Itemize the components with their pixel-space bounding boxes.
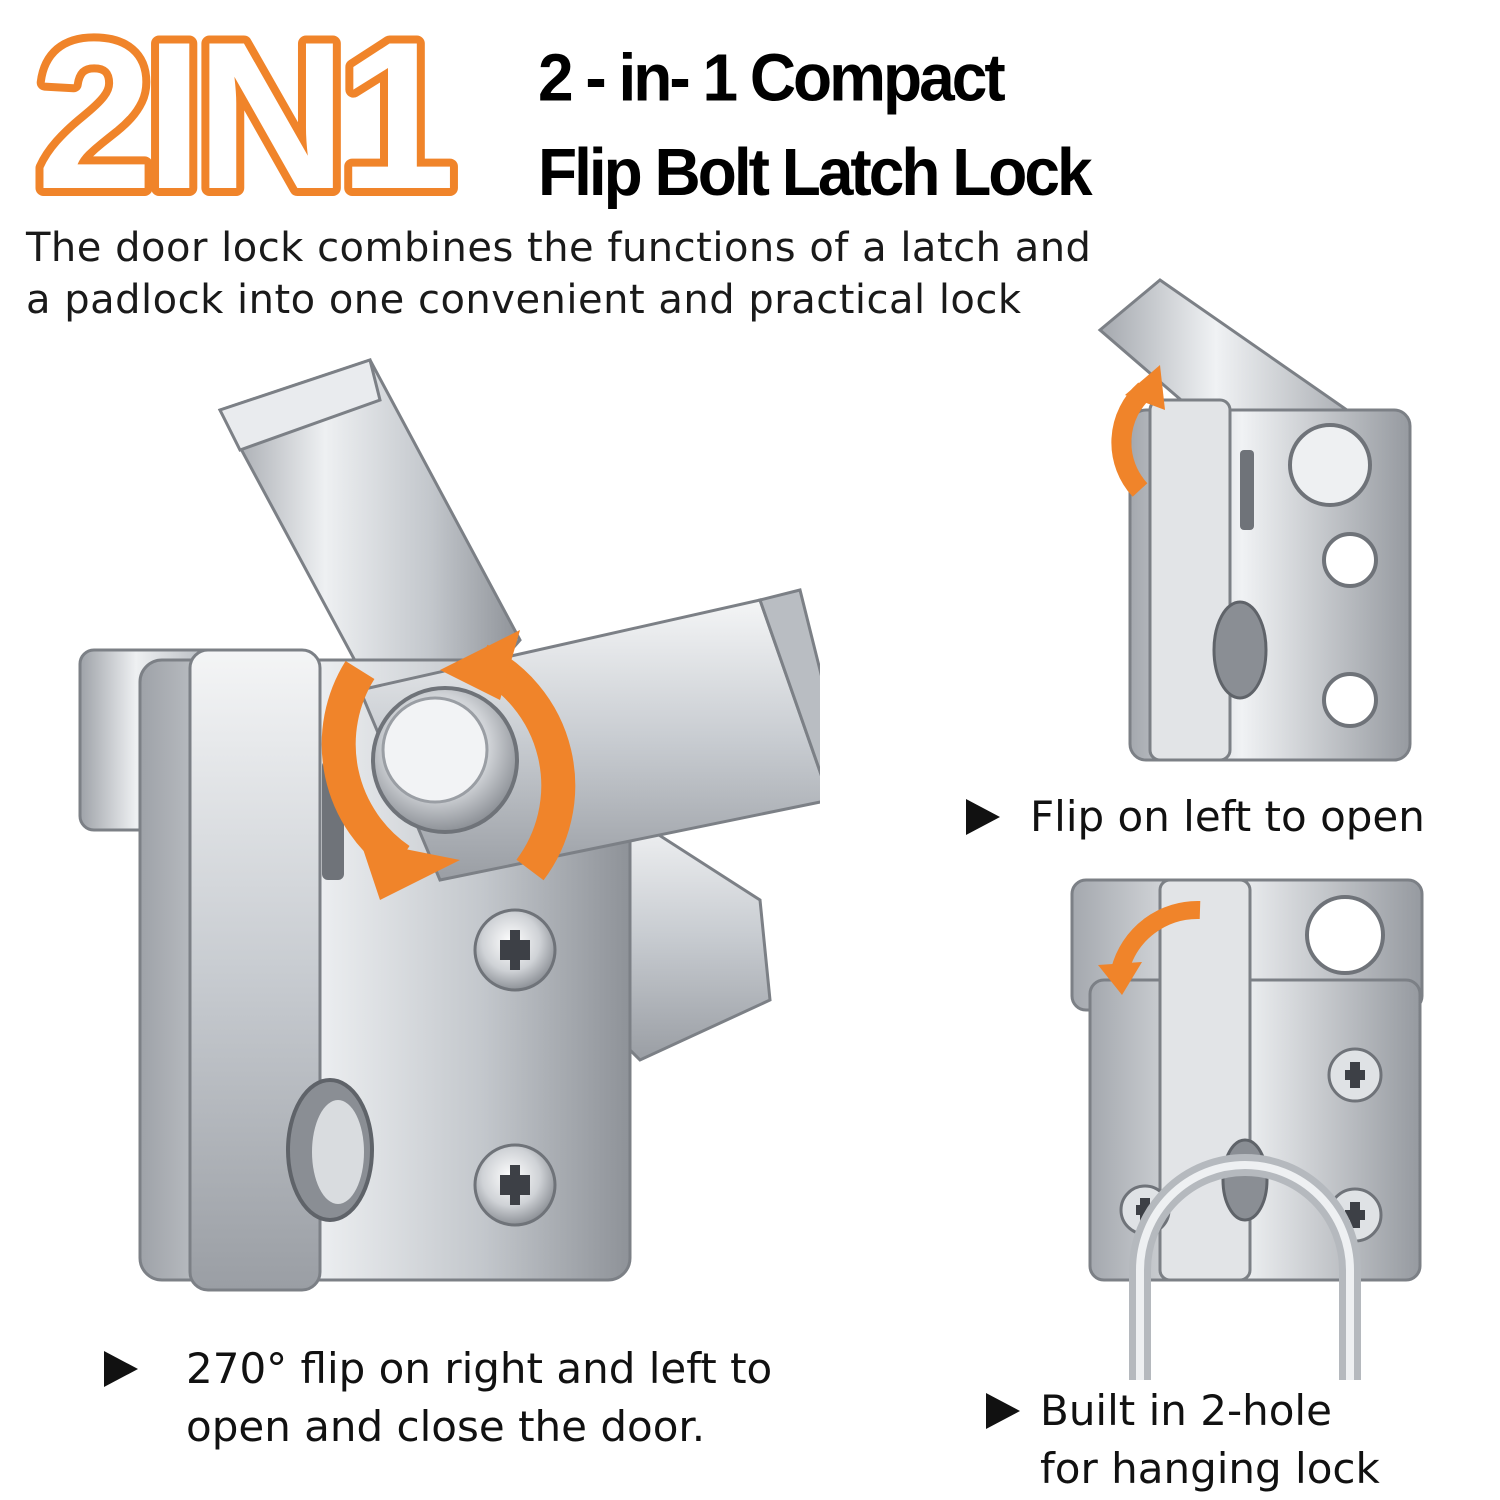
caption-top-right: Flip on left to open [966, 788, 1425, 846]
padlock-hole-illustration [1070, 878, 1424, 1380]
main-latch-illustration [78, 358, 820, 1292]
caption-bottom-right-line-2: for hanging lock [1040, 1444, 1380, 1493]
caption-bottom-right-line-1: Built in 2-hole [1040, 1386, 1332, 1435]
intro-line-2: a padlock into one convenient and practi… [26, 277, 1022, 323]
intro-text: The door lock combines the functions of … [26, 222, 1176, 326]
screw-icon [1327, 1047, 1383, 1103]
caption-main: 270° flip on right and left to open and … [104, 1340, 772, 1456]
bullet-arrow-icon [986, 1393, 1020, 1429]
caption-main-line-2: open and close the door. [186, 1402, 706, 1451]
bullet-arrow-icon [966, 799, 1000, 835]
rotate-arrows-icon [321, 630, 576, 900]
flip-left-arrow-icon [1111, 365, 1165, 497]
headline-line-1: 2 - in- 1 Compact [538, 39, 1006, 116]
flip-open-illustration [1097, 278, 1412, 762]
headline-line-2: Flip Bolt Latch Lock [538, 133, 1093, 210]
2in1-badge: 2IN1 [28, 8, 462, 208]
intro-line-1: The door lock combines the functions of … [26, 225, 1092, 271]
caption-bottom-right: Built in 2-hole for hanging lock [986, 1382, 1380, 1498]
caption-main-line-1: 270° flip on right and left to [186, 1344, 773, 1393]
caption-top-right-line-1: Flip on left to open [1030, 792, 1425, 841]
flip-left-arrow-icon [1098, 900, 1201, 995]
screw-icon [473, 908, 557, 992]
bullet-arrow-icon [104, 1351, 138, 1387]
headline: 2 - in- 1 Compact Flip Bolt Latch Lock [538, 30, 1138, 219]
badge-text: 2IN1 [36, 8, 450, 208]
screw-icon [473, 1143, 557, 1227]
